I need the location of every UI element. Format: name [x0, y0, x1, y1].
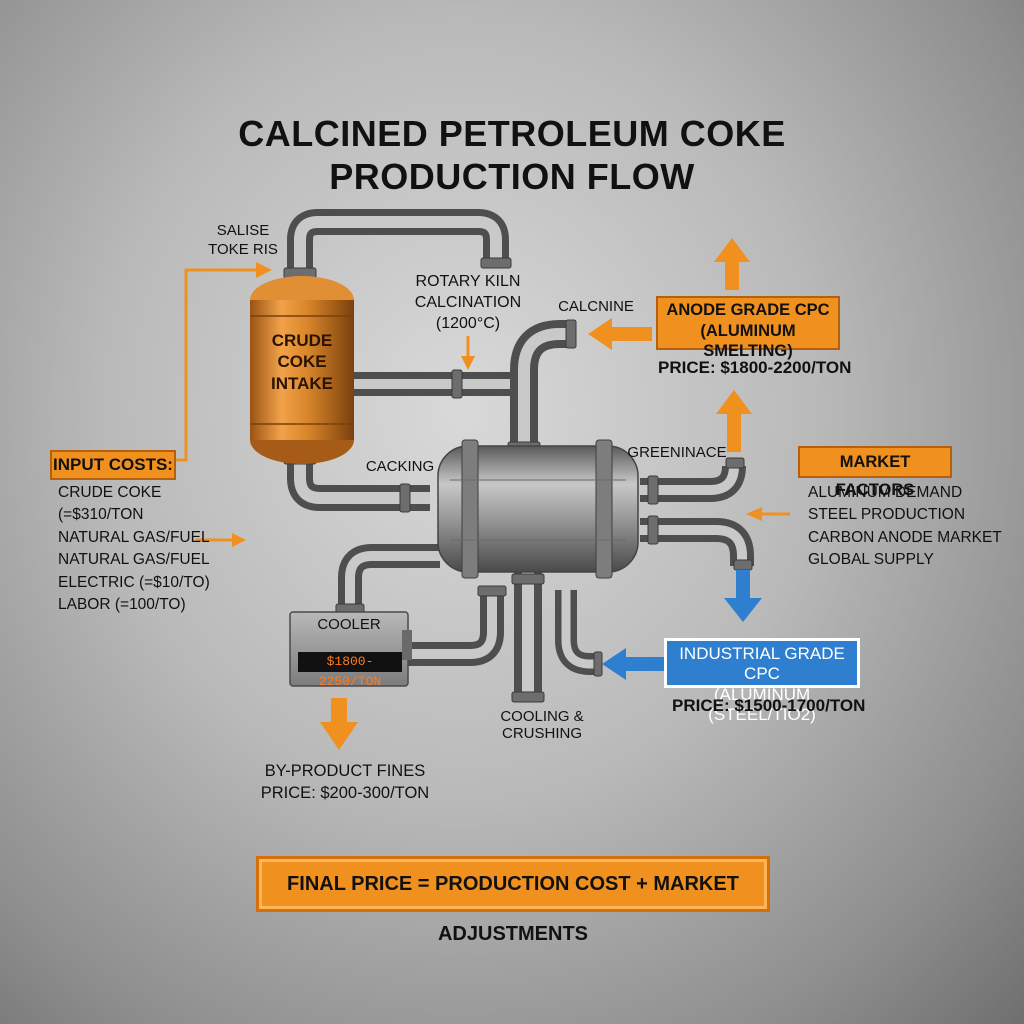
cooler-price-display: $1800-2250/TON	[298, 652, 402, 689]
kiln-label-line3: (1200°C)	[435, 314, 501, 332]
input-cost-item: LABOR (=100/TO)	[58, 596, 186, 614]
input-feed-arrow	[176, 268, 256, 462]
market-factors-header: MARKET FACTORS	[798, 446, 952, 499]
pipe-network	[287, 209, 754, 696]
final-price-formula: FINAL PRICE = PRODUCTION COST + MARKET A…	[256, 856, 770, 945]
tank-label-line3: INTAKE	[270, 373, 333, 393]
anode-grade-line2: (ALUMINUM SMELTING)	[700, 321, 796, 361]
input-cost-item: NATURAL GAS/FUEL	[58, 528, 210, 546]
market-factor-item: CARBON ANODE MARKET	[808, 528, 1002, 546]
market-factor-item: ALUMINUM DEMAND	[808, 484, 963, 501]
cooler-label: COOLER	[317, 616, 381, 633]
input-costs-header: INPUT COSTS:	[50, 450, 176, 480]
feed-label-line1: SALISE	[216, 222, 270, 239]
industrial-grade-line2: (ALUMINUM (STEEL/TIO2)	[708, 684, 816, 725]
input-cost-item: CRUDE COKE (=$310/TON	[58, 484, 162, 524]
rotary-kiln	[437, 439, 639, 579]
industrial-grade-box: INDUSTRIAL GRADE CPC (ALUMINUM (STEEL/TI…	[664, 638, 860, 724]
input-cost-item: NATURAL GAS/FUEL	[58, 551, 210, 569]
byproduct-line1: BY-PRODUCT FINES	[264, 762, 426, 780]
diagram-title-line2: PRODUCTION FLOW	[329, 156, 695, 197]
kiln-label-line2: CALCINATION	[414, 293, 522, 311]
feed-label-line2: TOKE RIS	[208, 241, 278, 258]
diagram-title-line1: CALCINED PETROLEUM COKE	[238, 113, 786, 154]
anode-grade-line1: ANODE GRADE CPC	[666, 301, 830, 319]
cooling-crushing-label: COOLING & CRUSHING	[500, 708, 584, 743]
calcnine-label: CALCNINE	[558, 298, 634, 315]
cacking-label: CACKING	[365, 458, 435, 475]
anode-grade-box: ANODE GRADE CPC (ALUMINUM SMELTING)	[656, 296, 840, 360]
pipe-cooler-to-kiln	[408, 590, 504, 666]
greenince-label: GREENINACE	[627, 444, 727, 461]
tank-label-line2: COKE	[277, 352, 327, 372]
kiln-label: ROTARY KILN CALCINATION (1200°C)	[404, 272, 532, 334]
input-cost-item: ELECTRIC (=$10/TO)	[58, 573, 210, 591]
tank-label-line1: CRUDE	[271, 331, 333, 350]
market-factors-list: ALUMINUM DEMAND STEEL PRODUCTION CARBON …	[808, 482, 1008, 572]
industrial-grade-line1: INDUSTRIAL GRADE CPC	[679, 644, 845, 684]
flow-arrows	[176, 238, 790, 750]
market-factor-item: GLOBAL SUPPLY	[808, 551, 934, 569]
industrial-price: PRICE: $1500-1700/TON	[672, 696, 866, 715]
byproduct-line2: PRICE: $200-300/TON	[260, 784, 430, 803]
input-costs-list: CRUDE COKE (=$310/TON NATURAL GAS/FUEL N…	[58, 482, 248, 617]
byproduct-label: BY-PRODUCT FINES PRICE: $200-300/TON	[260, 760, 430, 805]
kiln-label-line1: ROTARY KILN	[415, 273, 521, 290]
pipe-kiln-to-cooler	[338, 544, 440, 612]
anode-price: PRICE: $1800-2200/TON	[658, 358, 852, 377]
market-factor-item: STEEL PRODUCTION	[808, 506, 966, 524]
tank-label: CRUDE COKE INTAKE	[250, 330, 354, 394]
crude-coke-tank	[250, 276, 354, 464]
